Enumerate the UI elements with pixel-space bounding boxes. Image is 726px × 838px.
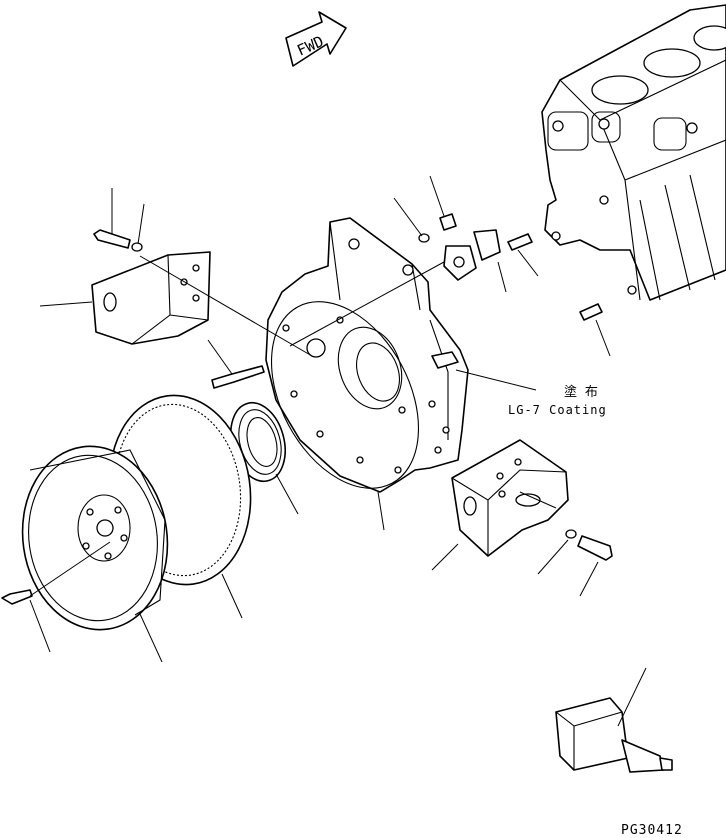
bracket-bolt-left — [93, 229, 143, 252]
bracket-bolt-right — [565, 529, 613, 561]
figure-code: PG30412 — [621, 823, 683, 838]
flywheel-bolt — [1, 589, 33, 605]
coating-label-jp: 塗 布 — [564, 384, 598, 400]
alignment-tool — [555, 697, 673, 773]
gasket — [443, 245, 477, 281]
leader-lines — [29, 175, 647, 727]
cover-plate — [473, 229, 501, 261]
coating-label-en: LG-7 Coating — [508, 403, 607, 417]
housing-bolt — [211, 365, 265, 389]
fwd-arrow-icon: FWD — [285, 11, 347, 67]
flywheel-housing — [265, 217, 469, 493]
coating-point-marker — [431, 351, 459, 369]
bolt-small — [507, 233, 533, 251]
dowel-pin — [579, 303, 603, 321]
washer-small — [418, 233, 430, 243]
left-engine-mount-bracket — [91, 251, 211, 345]
right-engine-mount-bracket — [451, 439, 569, 557]
engine-block — [541, 4, 726, 301]
flywheel — [21, 445, 169, 631]
plug — [439, 213, 457, 231]
